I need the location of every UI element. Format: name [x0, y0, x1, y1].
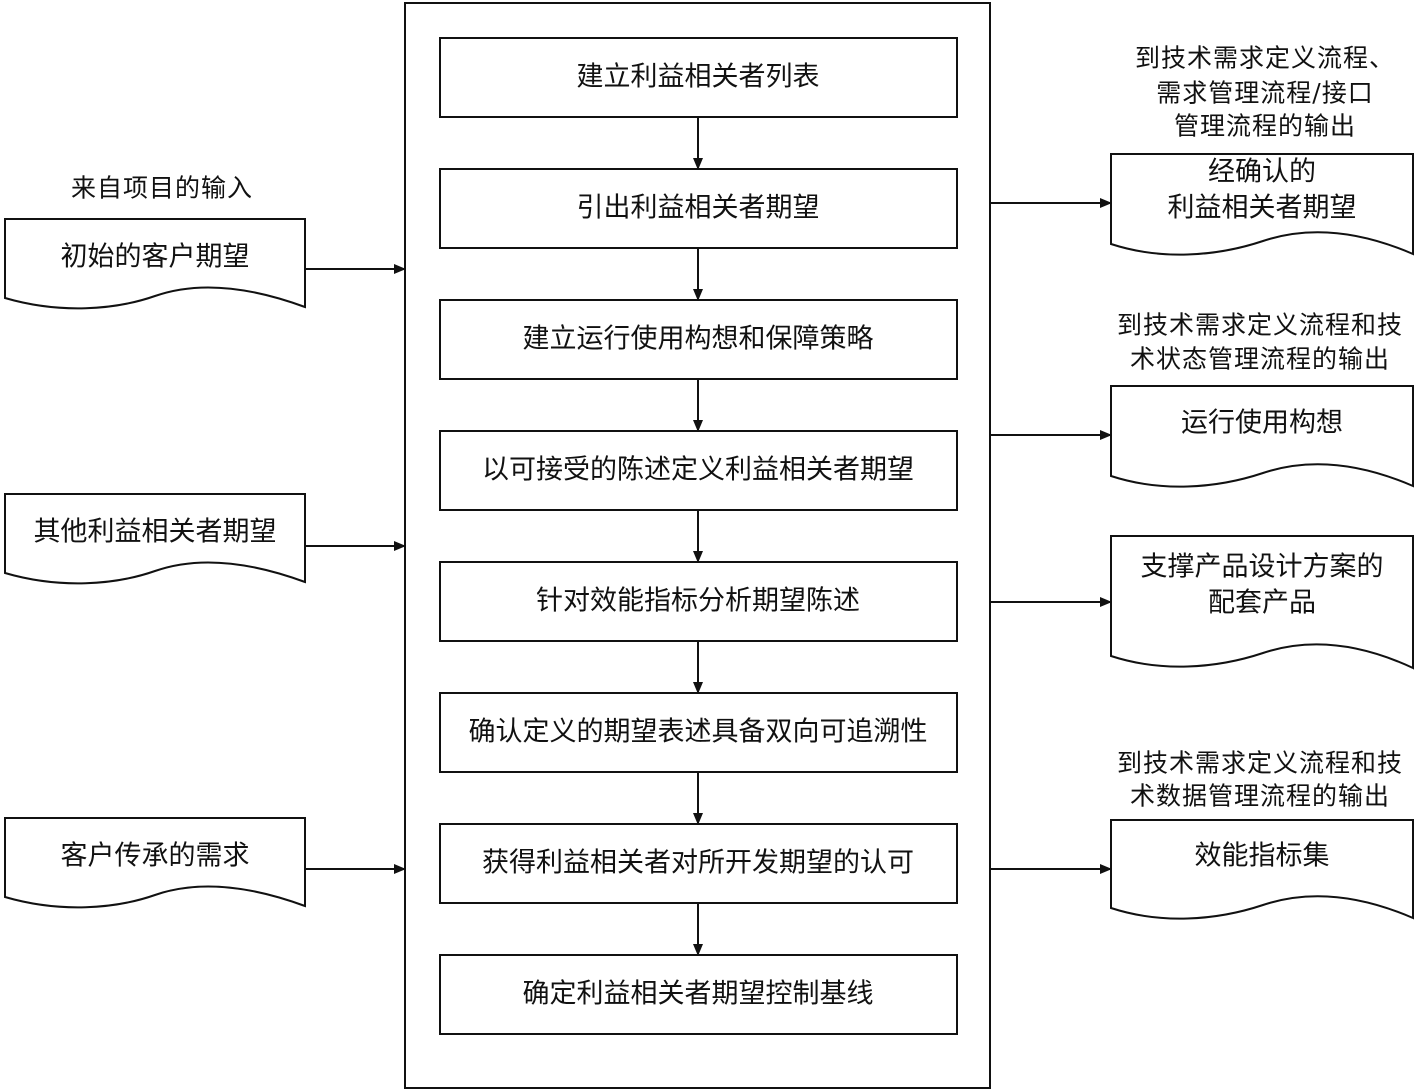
output-document-3-line-1: 支撑产品设计方案的	[1141, 552, 1384, 583]
process-step-4: 以可接受的陈述定义利益相关者期望	[439, 430, 958, 511]
output-note-2-line-2: 术状态管理流程的输出	[1130, 345, 1390, 374]
process-step-5-label: 针对效能指标分析期望陈述	[536, 586, 860, 617]
output-document-4: 效能指标集	[1110, 819, 1414, 920]
output-document-3-line-2: 配套产品	[1208, 588, 1316, 619]
output-note-1-line-1: 到技术需求定义流程、	[1135, 44, 1395, 73]
input-document-3: 客户传承的需求	[4, 817, 306, 909]
input-document-3-label: 客户传承的需求	[61, 841, 250, 872]
output-note-2-line-1: 到技术需求定义流程和技	[1117, 311, 1403, 340]
process-step-6-label: 确认定义的期望表述具备双向可追溯性	[469, 717, 928, 748]
output-note-1-line-3: 管理流程的输出	[1174, 112, 1356, 141]
output-note-1-line-2: 需求管理流程/接口	[1156, 79, 1373, 108]
input-header: 来自项目的输入	[71, 174, 253, 203]
process-step-2-label: 引出利益相关者期望	[577, 193, 820, 224]
input-document-2-label: 其他利益相关者期望	[34, 517, 277, 548]
output-document-3: 支撑产品设计方案的 配套产品	[1110, 535, 1414, 670]
process-step-1: 建立利益相关者列表	[439, 37, 958, 118]
process-step-2: 引出利益相关者期望	[439, 168, 958, 249]
process-step-6: 确认定义的期望表述具备双向可追溯性	[439, 692, 958, 773]
input-document-2: 其他利益相关者期望	[4, 493, 306, 585]
process-step-1-label: 建立利益相关者列表	[577, 62, 820, 93]
process-step-7: 获得利益相关者对所开发期望的认可	[439, 823, 958, 904]
process-step-8-label: 确定利益相关者期望控制基线	[523, 979, 874, 1010]
output-document-2-label: 运行使用构想	[1181, 408, 1343, 439]
process-step-4-label: 以可接受的陈述定义利益相关者期望	[482, 455, 914, 486]
output-document-1-line-2: 利益相关者期望	[1168, 193, 1357, 224]
output-document-4-label: 效能指标集	[1195, 841, 1330, 872]
process-step-3: 建立运行使用构想和保障策略	[439, 299, 958, 380]
process-step-3-label: 建立运行使用构想和保障策略	[523, 324, 874, 355]
process-step-7-label: 获得利益相关者对所开发期望的认可	[482, 848, 914, 879]
input-document-1-label: 初始的客户期望	[61, 242, 250, 273]
output-note-3-line-1: 到技术需求定义流程和技	[1117, 749, 1403, 778]
output-document-2: 运行使用构想	[1110, 385, 1414, 488]
output-document-1-line-1: 经确认的	[1208, 157, 1316, 188]
process-step-5: 针对效能指标分析期望陈述	[439, 561, 958, 642]
input-document-1: 初始的客户期望	[4, 218, 306, 310]
output-note-3-line-2: 术数据管理流程的输出	[1130, 782, 1390, 811]
process-step-8: 确定利益相关者期望控制基线	[439, 954, 958, 1035]
output-document-1: 经确认的 利益相关者期望	[1110, 153, 1414, 256]
